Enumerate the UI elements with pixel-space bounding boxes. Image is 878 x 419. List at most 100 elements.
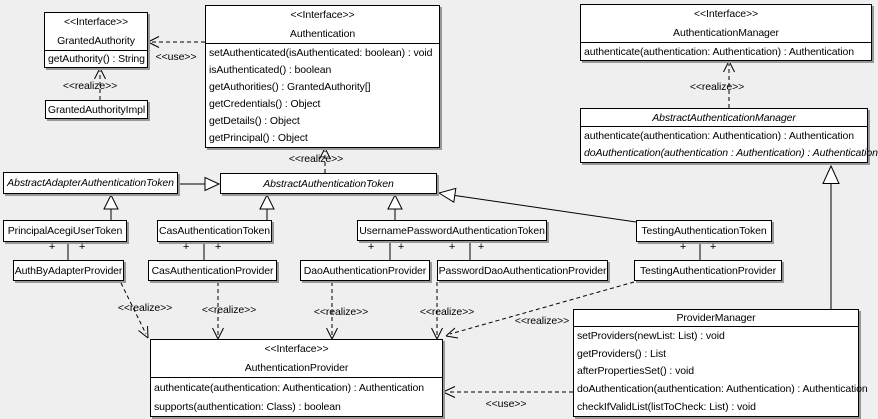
- method-label: doAuthentication(authentication: Authent…: [577, 383, 868, 396]
- realize-label: <<realize>>: [201, 304, 257, 316]
- edge-generalization-providermanager: [822, 164, 840, 309]
- edge-generalization-testing-token: [437, 187, 637, 223]
- class-authentication-manager[interactable]: <<Interface>> AuthenticationManager auth…: [580, 4, 872, 61]
- method-label: getAuthorities() : GrantedAuthority[]: [209, 80, 371, 93]
- association-end-plus: +: [397, 241, 405, 253]
- edge-realize-casprovider: [212, 282, 224, 340]
- method-label: getPrincipal() : Object: [209, 132, 308, 145]
- use-label: <<use>>: [485, 398, 527, 410]
- class-auth-by-adapter-provider[interactable]: AuthByAdapterProvider: [13, 260, 124, 281]
- realize-label: <<realize>>: [313, 306, 369, 318]
- realize-label: <<realize>>: [514, 315, 570, 327]
- class-cas-authentication-provider[interactable]: CasAuthenticationProvider: [148, 260, 277, 281]
- class-dao-authentication-provider[interactable]: DaoAuthenticationProvider: [300, 260, 430, 281]
- class-testing-authentication-token[interactable]: TestingAuthenticationToken: [636, 220, 772, 242]
- edge-realize-abstracttoken-authentication: [319, 147, 331, 173]
- method-label: afterPropertiesSet() : void: [577, 365, 694, 378]
- class-name: PasswordDaoAuthenticationProvider: [438, 264, 607, 277]
- class-name: AuthByAdapterProvider: [14, 264, 123, 277]
- method-label: isAuthenticated() : boolean: [209, 63, 332, 76]
- method-label: doAuthentication(authentication : Authen…: [584, 147, 878, 160]
- realize-label: <<realize>>: [288, 153, 344, 165]
- method-label: getProviders() : List: [577, 347, 666, 360]
- method-label: getDetails() : Object: [209, 115, 300, 128]
- realize-label: <<realize>>: [689, 81, 745, 93]
- class-testing-authentication-provider[interactable]: TestingAuthenticationProvider: [634, 260, 782, 281]
- class-authentication[interactable]: <<Interface>> Authentication setAuthenti…: [205, 5, 440, 148]
- method-label: setProviders(newList: List) : void: [577, 329, 725, 342]
- edge-generalization-cas-token: [259, 193, 275, 220]
- class-name: GrantedAuthorityImpl: [47, 103, 146, 116]
- edge-realize-abstractmanager-authenticationmanager: [723, 60, 735, 108]
- class-provider-manager[interactable]: ProviderManager setProviders(newList: Li…: [573, 309, 868, 417]
- class-name: PrincipalAcegiUserToken: [7, 225, 123, 237]
- class-granted-authority-impl[interactable]: GrantedAuthorityImpl: [45, 100, 148, 119]
- method-label: authenticate(authentication: Authenticat…: [584, 129, 855, 142]
- association-end-plus: +: [367, 241, 375, 253]
- class-name: DaoAuthenticationProvider: [303, 264, 427, 277]
- edge-realize-authbyadapterprovider: [120, 282, 149, 339]
- association-end-plus: +: [448, 241, 456, 253]
- edge-generalization-usernamepassword-token: [387, 193, 403, 220]
- methods-compartment: getAuthority() : String: [45, 51, 147, 67]
- class-authentication-provider[interactable]: <<Interface>> AuthenticationProvider aut…: [150, 339, 443, 417]
- method-label: authenticate(authentication: Authenticat…: [584, 45, 855, 58]
- class-header: <<Interface>> Authentication: [206, 6, 439, 44]
- methods-compartment: authenticate(authentication: Authenticat…: [581, 43, 871, 60]
- class-principal-acegi-user-token[interactable]: PrincipalAcegiUserToken: [3, 220, 127, 242]
- class-abstract-authentication-manager[interactable]: AbstractAuthenticationManager authentica…: [580, 108, 878, 163]
- class-name: AuthenticationManager: [673, 26, 779, 39]
- class-name: TestingAuthenticationToken: [641, 225, 767, 237]
- class-header: ProviderManager: [574, 310, 858, 327]
- class-header: <<Interface>> GrantedAuthority: [45, 13, 147, 51]
- stereotype-label: <<Interface>>: [63, 16, 129, 29]
- class-abstract-adapter-authentication-token[interactable]: AbstractAdapterAuthenticationToken: [3, 172, 178, 194]
- class-header: <<Interface>> AuthenticationProvider: [151, 340, 442, 378]
- class-name: CasAuthenticationToken: [158, 225, 271, 237]
- association-end-plus: +: [78, 241, 86, 253]
- method-label: getCredentials() : Object: [209, 98, 321, 111]
- class-name: CasAuthenticationProvider: [151, 264, 274, 277]
- association-end-plus: +: [214, 241, 222, 253]
- edge-generalization-principal-token: [103, 193, 119, 220]
- class-abstract-authentication-token[interactable]: AbstractAuthenticationToken: [220, 173, 437, 194]
- association-end-plus: +: [48, 241, 56, 253]
- edge-generalization-adapter-token-to-abstract-token: [178, 176, 221, 192]
- methods-compartment: authenticate(authentication: Authenticat…: [581, 127, 878, 162]
- method-label: setAuthenticated(isAuthenticated: boolea…: [209, 46, 433, 59]
- class-name: GrantedAuthority: [57, 34, 135, 47]
- class-name: ProviderManager: [676, 312, 756, 324]
- realize-label: <<realize>>: [419, 306, 475, 318]
- method-label: supports(authentication: Class) : boolea…: [154, 400, 341, 413]
- methods-compartment: setAuthenticated(isAuthenticated: boolea…: [206, 44, 439, 147]
- edge-realize-grantedauthorityimpl: [94, 67, 106, 100]
- realize-label: <<realize>>: [62, 80, 118, 92]
- association-end-plus: +: [679, 241, 687, 253]
- class-granted-authority[interactable]: <<Interface>> GrantedAuthority getAuthor…: [44, 12, 148, 68]
- class-header: <<Interface>> AuthenticationManager: [581, 5, 871, 43]
- realize-label: <<realize>>: [117, 302, 173, 314]
- class-name: TestingAuthenticationProvider: [639, 264, 776, 277]
- class-name: UsernamePasswordAuthenticationToken: [359, 224, 545, 237]
- association-end-plus: +: [182, 241, 190, 253]
- class-name: Authentication: [289, 27, 356, 40]
- method-label: getAuthority() : String: [48, 53, 145, 65]
- edge-realize-testingprovider: [445, 281, 635, 339]
- stereotype-label: <<Interface>>: [264, 343, 329, 356]
- class-cas-authentication-token[interactable]: CasAuthenticationToken: [157, 220, 272, 242]
- class-username-password-authentication-token[interactable]: UsernamePasswordAuthenticationToken: [357, 220, 547, 241]
- class-header: AbstractAuthenticationManager: [581, 109, 867, 127]
- use-label: <<use>>: [155, 51, 197, 63]
- class-name: AbstractAuthenticationToken: [263, 177, 394, 190]
- methods-compartment: authenticate(authentication: Authenticat…: [151, 378, 442, 416]
- association-end-plus: +: [477, 241, 485, 253]
- stereotype-label: <<Interface>>: [290, 9, 355, 22]
- class-name: AuthenticationProvider: [244, 361, 349, 374]
- class-password-dao-authentication-provider[interactable]: PasswordDaoAuthenticationProvider: [437, 260, 608, 281]
- edge-realize-passworddaoprovider: [431, 282, 443, 340]
- edge-use-providermanager-authenticationprovider: [442, 386, 573, 398]
- association-end-plus: +: [709, 241, 717, 253]
- stereotype-label: <<Interface>>: [693, 8, 759, 21]
